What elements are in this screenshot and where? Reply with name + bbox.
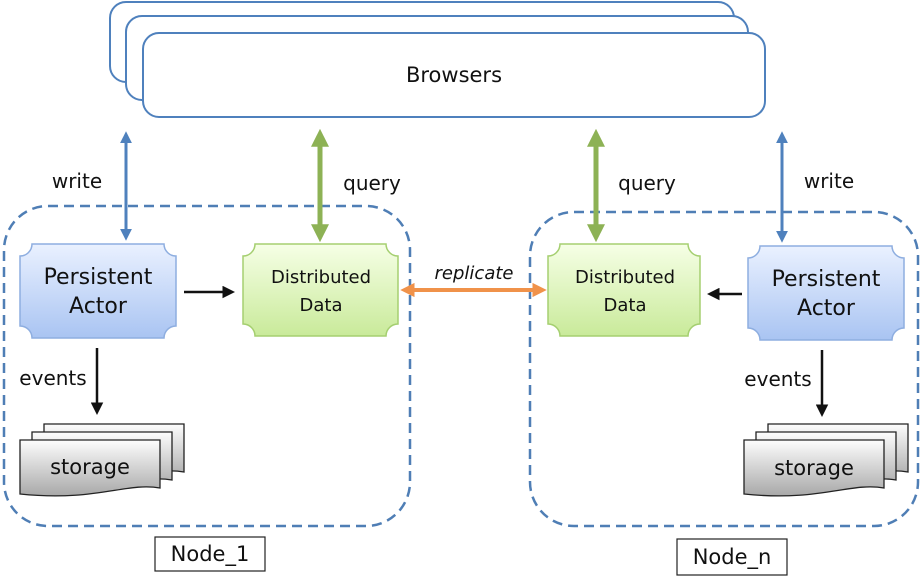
query-label-node-1: query	[343, 171, 401, 195]
browsers-label: Browsers	[406, 63, 502, 87]
node-n-container	[528, 210, 920, 528]
storage-page-front-node-n	[743, 439, 885, 497]
persistent-actor-line2-node-1: Actor	[69, 294, 128, 319]
distributed-data-line1-node-n: Distributed	[575, 267, 675, 288]
node-1-label-box	[154, 536, 266, 572]
persistent-actor-line1-node-n: Persistent	[772, 267, 881, 292]
persistent-actor-box-node-1	[19, 243, 177, 339]
persistent-actor-line1-node-1: Persistent	[44, 265, 153, 290]
write-label-node-n: write	[804, 169, 854, 193]
distributed-data-box-node-n	[547, 243, 701, 337]
node-n-label: Node_n	[693, 545, 772, 570]
node-1-container	[2, 204, 412, 528]
browser-card-front	[142, 32, 766, 118]
distributed-data-line2-node-1: Data	[300, 295, 343, 316]
storage-label-node-n: storage	[774, 456, 854, 480]
storage-label-node-1: storage	[50, 455, 130, 479]
node-1-label: Node_1	[171, 542, 250, 567]
events-label-node-n: events	[744, 367, 811, 391]
storage-page-front-node-1	[19, 439, 161, 497]
distributed-data-box-node-1	[242, 243, 399, 337]
events-label-node-1: events	[19, 366, 86, 390]
distributed-data-line1-node-1: Distributed	[271, 267, 371, 288]
storage-stack-node-1: storage	[19, 423, 185, 497]
node-n-label-box	[676, 538, 788, 576]
replicate-label: replicate	[435, 263, 514, 284]
storage-stack-node-n: storage	[743, 423, 909, 497]
query-label-node-n: query	[618, 171, 676, 195]
distributed-data-line2-node-n: Data	[604, 295, 647, 316]
write-label-node-1: write	[52, 169, 102, 193]
browsers-stack: Browsers	[109, 1, 766, 118]
persistent-actor-box-node-n	[747, 245, 905, 341]
persistent-actor-line2-node-n: Actor	[797, 296, 856, 321]
